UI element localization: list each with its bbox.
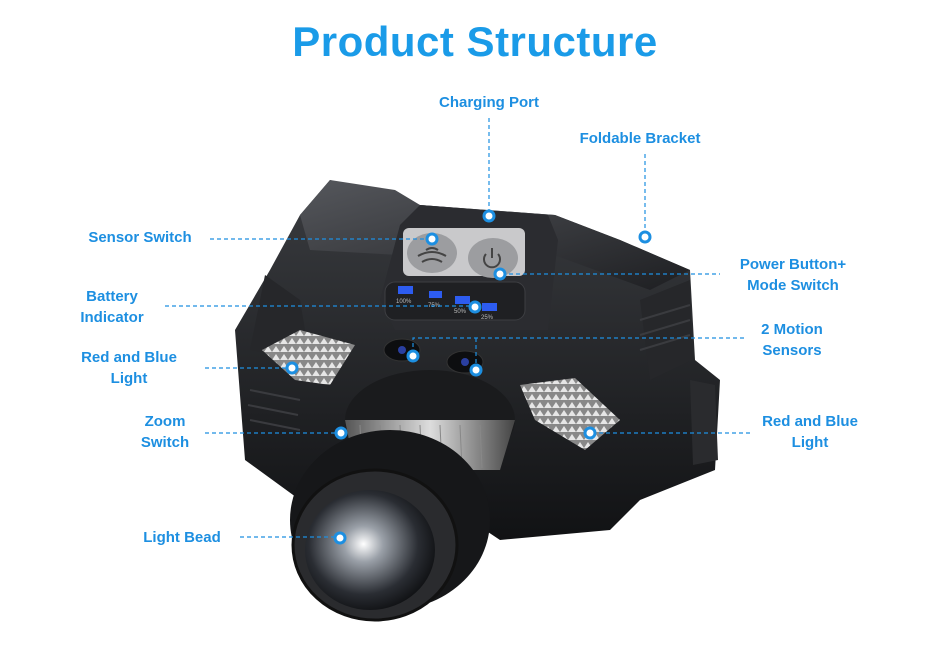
label-sensor-switch: Sensor Switch xyxy=(88,229,192,246)
label-line: Light xyxy=(791,434,829,451)
battery-level-100: 100% xyxy=(396,299,412,305)
label-line: Red and Blue xyxy=(81,349,177,366)
battery-level-50: 50% xyxy=(454,309,467,315)
page-title: Product Structure xyxy=(292,18,658,65)
label-battery-indicator: Battery Indicator xyxy=(52,286,172,328)
label-line: Battery xyxy=(86,288,138,305)
label-foldable-bracket: Foldable Bracket xyxy=(579,130,701,147)
label-light-bead: Light Bead xyxy=(143,529,221,546)
label-motion-sensors: 2 Motion Sensors xyxy=(732,319,852,361)
battery-level-25: 25% xyxy=(481,315,494,321)
label-zoom-switch: Zoom Switch xyxy=(115,411,215,453)
label-line: Mode Switch xyxy=(747,277,839,294)
callout-lines xyxy=(165,118,750,538)
label-line: Zoom xyxy=(144,413,186,430)
label-red-blue-light-right: Red and Blue Light xyxy=(750,411,870,453)
label-line: Switch xyxy=(140,434,190,451)
light-bead-lens xyxy=(305,490,435,610)
sensor-wave-icon xyxy=(417,247,447,263)
label-line: Power Button+ xyxy=(739,256,847,273)
label-line: 2 Motion xyxy=(761,321,823,338)
callout-dots xyxy=(285,209,652,545)
label-line: Indicator xyxy=(80,309,144,326)
power-icon xyxy=(483,248,501,269)
label-power-button: Power Button+ Mode Switch xyxy=(713,254,873,296)
label-line: Red and Blue xyxy=(762,413,858,430)
label-line: Light xyxy=(110,370,148,387)
label-red-blue-light-left: Red and Blue Light xyxy=(69,347,189,389)
red-blue-light-left xyxy=(262,330,355,385)
label-line: Sensors xyxy=(762,342,822,359)
headlamp-product: 100% 75% 50% 25% xyxy=(235,180,720,622)
label-charging-port: Charging Port xyxy=(439,94,539,111)
